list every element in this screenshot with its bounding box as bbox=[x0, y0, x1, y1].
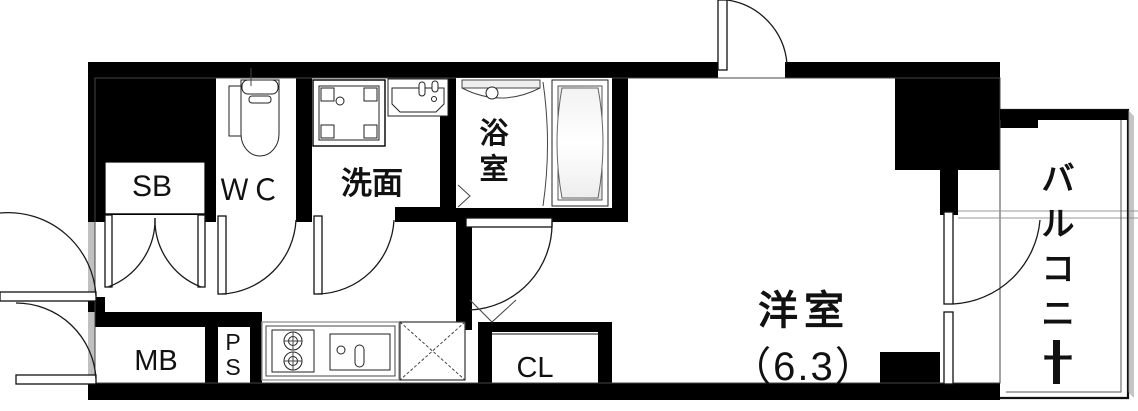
entrance-door[interactable] bbox=[0, 211, 97, 302]
label-bath-2: 室 bbox=[479, 152, 508, 186]
bathroom-unit bbox=[456, 78, 612, 208]
balcony-outline bbox=[1000, 108, 1134, 400]
label-balcony-1: バ bbox=[1042, 160, 1075, 197]
doors-layer[interactable] bbox=[0, 0, 1138, 385]
washroom-door[interactable] bbox=[313, 215, 395, 295]
shoe-box bbox=[104, 161, 206, 215]
label-ps-1: P bbox=[225, 329, 240, 355]
room-labels: SB ＷＣ 洗面 浴 室 MB P S CL 洋室 （6.3） バ ル コ ニ … bbox=[132, 117, 1075, 389]
label-wc: ＷＣ bbox=[220, 175, 282, 207]
top-entry-door[interactable] bbox=[717, 0, 788, 71]
bathtub bbox=[556, 87, 604, 199]
kitchen-counter bbox=[261, 321, 400, 381]
label-balcony-5: ー bbox=[1042, 340, 1075, 377]
toilet-fixture bbox=[228, 68, 280, 157]
label-balcony-4: ニ bbox=[1042, 295, 1075, 332]
label-balcony-3: コ bbox=[1042, 250, 1075, 287]
shower-fixture bbox=[485, 86, 499, 100]
label-bath-1: 浴 bbox=[479, 117, 509, 150]
label-living-area: （6.3） bbox=[731, 345, 877, 389]
kitchen-sink bbox=[329, 333, 391, 371]
shoe-box-doors[interactable] bbox=[104, 214, 206, 288]
label-sb: SB bbox=[132, 170, 172, 203]
meter-box-door[interactable] bbox=[15, 302, 97, 385]
label-washroom: 洗面 bbox=[341, 166, 403, 201]
washing-machine-space bbox=[312, 79, 386, 147]
label-living: 洋室 bbox=[758, 289, 850, 333]
label-ps-2: S bbox=[225, 354, 240, 380]
washbasin-vanity bbox=[387, 78, 449, 117]
label-cl: CL bbox=[516, 352, 553, 384]
label-balcony-2: ル bbox=[1042, 205, 1075, 242]
balcony-sliding-door[interactable] bbox=[943, 210, 1138, 385]
two-burner-stove bbox=[271, 329, 315, 373]
corridor-door[interactable] bbox=[465, 217, 553, 323]
refrigerator-space bbox=[399, 321, 466, 381]
label-mb: MB bbox=[134, 345, 178, 377]
toilet-door[interactable] bbox=[217, 215, 297, 295]
